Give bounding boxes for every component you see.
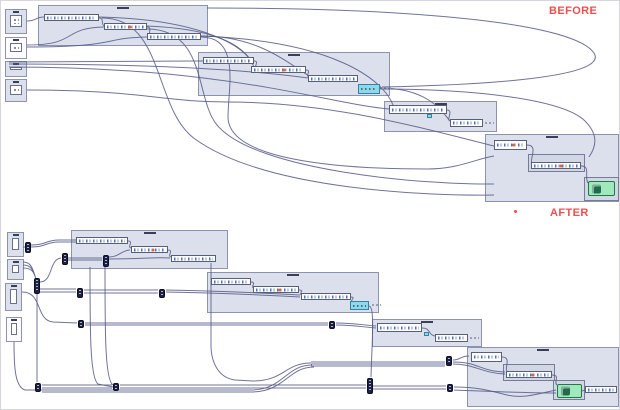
component-bar[interactable] [531, 162, 581, 169]
component-bar[interactable] [131, 246, 168, 253]
after-label: AFTER [550, 207, 589, 219]
param-node[interactable] [10, 15, 22, 27]
wire[interactable] [104, 266, 114, 386]
wire-relay[interactable] [113, 383, 119, 391]
input-param[interactable] [6, 317, 22, 342]
component-bar[interactable] [203, 57, 254, 64]
param-node[interactable] [10, 43, 22, 52]
component-bar[interactable] [147, 33, 201, 40]
wire[interactable] [252, 362, 312, 382]
wire-relay[interactable] [367, 378, 373, 394]
component-bar[interactable] [76, 237, 128, 244]
component-bar[interactable] [377, 323, 422, 332]
component-bar[interactable] [44, 14, 99, 21]
component-panel[interactable] [494, 140, 527, 150]
component-bar[interactable] [450, 119, 483, 127]
input-param[interactable] [5, 283, 22, 311]
component-bar[interactable] [251, 66, 306, 73]
wire[interactable] [250, 366, 315, 393]
wire[interactable] [39, 257, 62, 283]
component-bar[interactable] [211, 278, 251, 285]
selected-component[interactable] [557, 384, 582, 398]
component-bar[interactable] [171, 255, 216, 262]
component-bar[interactable] [585, 386, 617, 393]
wire-relay[interactable] [25, 242, 31, 253]
highlighted-component[interactable] [427, 114, 432, 118]
wire[interactable] [89, 266, 114, 388]
wire-relay[interactable] [62, 253, 68, 265]
wire[interactable] [250, 364, 313, 391]
wire-relay[interactable] [35, 383, 41, 392]
component-bar[interactable] [308, 75, 358, 82]
component-bar[interactable] [253, 286, 299, 293]
input-param[interactable] [7, 259, 24, 280]
wire[interactable] [30, 239, 76, 246]
wire[interactable] [30, 241, 76, 248]
highlighted-component[interactable] [350, 301, 369, 310]
input-param[interactable] [7, 232, 24, 257]
param-node[interactable] [12, 265, 19, 273]
wire[interactable] [13, 341, 251, 391]
output-stub [470, 337, 479, 339]
wire[interactable] [335, 322, 377, 327]
output-stub [372, 304, 381, 306]
output-stub [485, 122, 494, 124]
component-bar[interactable] [301, 293, 351, 300]
before-label: BEFORE [549, 5, 598, 17]
param-node[interactable] [11, 323, 17, 335]
highlighted-component[interactable] [358, 84, 380, 94]
component-bar[interactable] [506, 371, 552, 378]
input-param[interactable] [5, 37, 27, 59]
component-bar[interactable] [104, 23, 147, 30]
wire[interactable] [335, 324, 377, 329]
wire-relay[interactable] [329, 321, 335, 329]
wire-relay[interactable] [446, 356, 452, 366]
param-node[interactable] [12, 238, 19, 250]
wire[interactable] [22, 261, 35, 274]
selected-component[interactable] [588, 181, 615, 196]
wire-relay[interactable] [77, 288, 83, 298]
wire-relay[interactable] [34, 278, 40, 294]
wire-relay[interactable] [78, 320, 84, 328]
param-node[interactable] [10, 289, 17, 304]
wire[interactable] [22, 264, 36, 277]
wire-relay[interactable] [159, 289, 165, 298]
input-param[interactable] [5, 61, 27, 77]
wire[interactable] [8, 60, 204, 63]
component-bar[interactable] [435, 334, 468, 342]
red-dot-artifact [514, 210, 517, 213]
param-node[interactable] [10, 67, 22, 70]
wire-relay[interactable] [447, 384, 453, 392]
input-param[interactable] [5, 9, 27, 34]
highlighted-component[interactable] [424, 332, 429, 336]
input-param[interactable] [5, 79, 27, 102]
wire[interactable] [21, 291, 78, 324]
output-stub [382, 87, 391, 89]
wire-relay[interactable] [103, 255, 109, 267]
component-bar[interactable] [389, 105, 447, 114]
component-panel[interactable] [471, 352, 502, 362]
param-node[interactable] [10, 85, 22, 95]
